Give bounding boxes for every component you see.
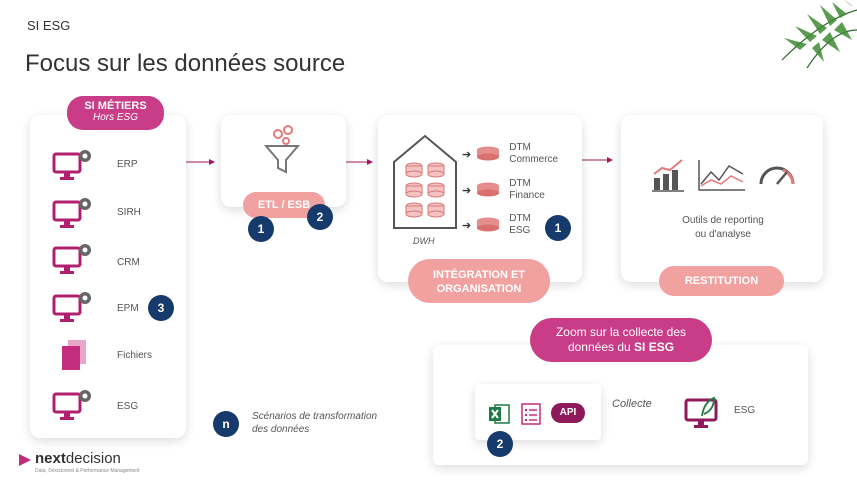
si-metiers-title: SI MÉTIERS: [84, 100, 147, 112]
dtm-commerce-line1: DTM: [509, 142, 531, 153]
crm-monitor-gear-icon: [52, 244, 91, 274]
etl-scenario-badge-1: 1: [248, 216, 274, 242]
sirh-monitor-gear-icon: [52, 198, 91, 228]
dtm-commerce-row: ➔ DTM Commerce: [462, 142, 558, 166]
nextdecision-logo: nextdecision Data, Décisionnel & Perform…: [18, 450, 148, 478]
si-metiers-header: SI MÉTIERS Hors ESG: [67, 96, 164, 130]
dwh-warehouse-icon: [393, 134, 457, 229]
integration-panel: [378, 115, 582, 282]
dtm-commerce-line2: Commerce: [509, 154, 559, 165]
collecte-label: Collecte: [612, 398, 652, 410]
arrow-right-icon: ➔: [462, 148, 472, 161]
etl-scenario-badge-2: 2: [307, 204, 333, 230]
play-triangle-icon: [19, 454, 31, 466]
si-item-esg: ESG: [117, 401, 139, 412]
si-metiers-subtitle: Hors ESG: [92, 112, 138, 123]
esg-monitor-leaf-icon: [684, 396, 718, 428]
arrow-right-icon: ➔: [462, 219, 472, 232]
zoom-title: Zoom sur la collecte des données du SI E…: [530, 318, 712, 362]
legend-scenario-badge: n: [213, 411, 239, 437]
palm-leaf-decoration: [781, 0, 857, 69]
zoom-esg-label: ESG: [734, 405, 756, 416]
si-item-epm: EPM: [117, 303, 139, 314]
si-metiers-panel: [30, 115, 186, 438]
database-icon: [477, 146, 500, 161]
zoom-title-line1: Zoom sur la collecte des: [555, 325, 687, 339]
si-item-crm: CRM: [117, 257, 140, 268]
dtm-finance-line1: DTM: [509, 178, 531, 189]
restitution-panel: [621, 115, 823, 282]
api-label: API: [559, 407, 577, 418]
restitution-caption-line1: Outils de reporting: [682, 215, 764, 226]
database-icon: [477, 182, 500, 197]
logo-name-a: next: [35, 450, 66, 467]
checklist-icon: [521, 403, 541, 425]
si-item-sirh: SIRH: [117, 207, 141, 218]
integration-label-line2: ORGANISATION: [436, 283, 522, 295]
legend-text: Scénarios de transformation des données: [252, 410, 377, 436]
zoom-scenario-badge: 2: [487, 431, 513, 457]
epm-scenario-badge: 3: [148, 295, 174, 321]
excel-icon: [489, 404, 510, 424]
dtm-esg-row: ➔ DTM ESG: [462, 213, 531, 237]
logo-tagline: Data, Décisionnel & Performance Manageme…: [35, 468, 140, 474]
legend-text-line2: des données: [252, 424, 310, 435]
section-label: SI ESG: [27, 18, 71, 33]
si-item-erp: ERP: [117, 159, 138, 170]
zoom-title-line2-prefix: données du: [567, 340, 635, 354]
page-title: Focus sur les données source: [25, 50, 346, 77]
restitution-label: RESTITUTION: [659, 266, 784, 296]
arrow-right-icon: ➔: [462, 184, 472, 197]
dwh-label: DWH: [413, 236, 435, 246]
dtm-finance-line2: Finance: [509, 190, 545, 201]
erp-monitor-gear-icon: [52, 150, 91, 180]
epm-monitor-gear-icon: [52, 292, 91, 322]
esg-source-monitor-gear-icon: [52, 390, 91, 420]
restitution-caption-line2: ou d'analyse: [695, 229, 751, 240]
database-icon: [477, 217, 500, 232]
line-chart-icon: [698, 160, 745, 191]
logo-name-b: decision: [65, 450, 121, 467]
si-item-fichiers: Fichiers: [117, 350, 153, 361]
restitution-caption: Outils de reporting ou d'analyse: [640, 214, 806, 242]
zoom-title-line2-bold: SI ESG: [634, 340, 675, 354]
files-icon: [62, 340, 86, 370]
api-cloud-icon: API: [551, 403, 585, 423]
gauge-icon: [759, 166, 795, 185]
legend-text-line1: Scénarios de transformation: [252, 411, 378, 422]
dtm-esg-line2: ESG: [509, 225, 531, 236]
integration-scenario-badge: 1: [545, 215, 571, 241]
integration-label-line1: INTÉGRATION ET: [432, 269, 526, 281]
dtm-esg-line1: DTM: [509, 213, 531, 224]
bar-chart-icon: [652, 159, 684, 192]
dtm-finance-row: ➔ DTM Finance: [462, 178, 545, 202]
integration-label: INTÉGRATION ET ORGANISATION: [408, 259, 550, 303]
funnel-icon: [263, 125, 301, 174]
